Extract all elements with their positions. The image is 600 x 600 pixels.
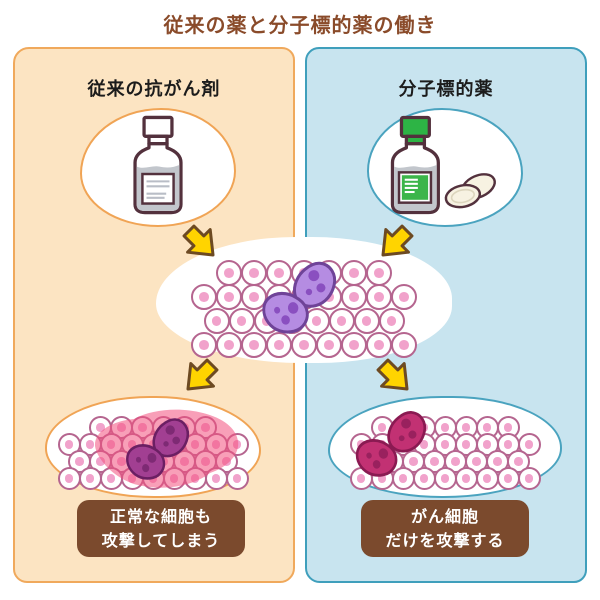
caption-conventional-result: 正常な細胞も 攻撃してしまう (77, 500, 245, 557)
panel-targeted-header: 分子標的薬 (398, 79, 494, 100)
tablets-icon (444, 173, 496, 209)
caption-targeted-result: がん細胞 だけを攻撃する (361, 500, 529, 557)
result-conventional-bubble (45, 396, 261, 498)
medicine-vial-icon (133, 115, 183, 215)
medicine-vial-with-tablets-icon (390, 115, 496, 215)
panel-conventional-header: 従来の抗がん剤 (87, 79, 221, 100)
arrow-down-left-icon (186, 358, 219, 391)
arrow-down-left-icon (381, 224, 414, 257)
caption-line: がん細胞 (410, 506, 479, 526)
page-title: 従来の薬と分子標的薬の働き (163, 13, 437, 37)
caption-line: 正常な細胞も (109, 506, 212, 526)
result-targeted-bubble (328, 396, 562, 498)
caption-line: 攻撃してしまう (101, 530, 221, 550)
caption-line: だけを攻撃する (385, 530, 505, 550)
arrow-down-right-icon (376, 358, 409, 391)
arrow-down-right-icon (182, 224, 215, 257)
